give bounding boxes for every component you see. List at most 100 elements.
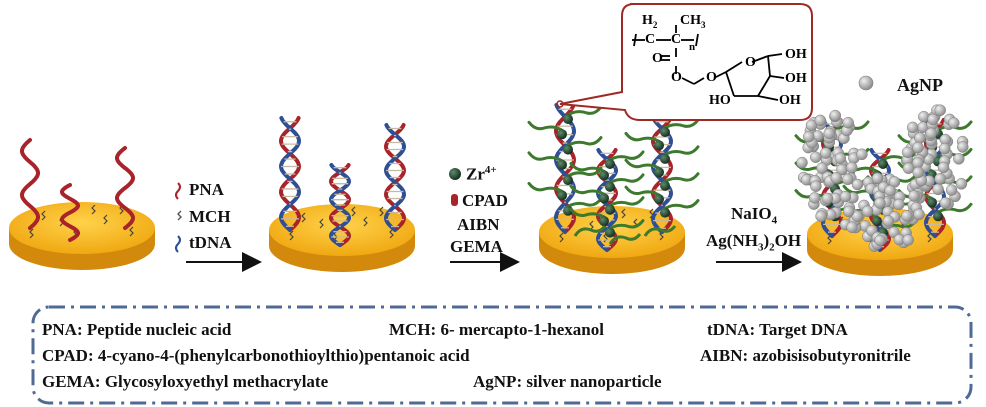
silver-nanoparticle bbox=[906, 121, 919, 134]
naio-text: NaIO bbox=[731, 204, 772, 223]
legend-mch-full: 6- mercapto-1-hexanol bbox=[440, 320, 604, 339]
zr-ion-sphere bbox=[557, 129, 567, 140]
glycopolymer-chain bbox=[527, 181, 567, 195]
molecule-bond bbox=[713, 71, 727, 79]
mch-squiggle bbox=[103, 214, 108, 225]
mol-oh-top: OH bbox=[785, 47, 807, 62]
pna-strand bbox=[278, 116, 302, 232]
silver-nanoparticle bbox=[808, 192, 821, 204]
molecule-bond bbox=[769, 75, 785, 79]
zr-ion-sphere bbox=[654, 194, 664, 205]
legend-agnp-abbr: AgNP bbox=[473, 372, 517, 391]
mol-c1: C bbox=[645, 32, 656, 47]
silver-nanoparticle bbox=[815, 210, 827, 222]
glycopolymer-chain bbox=[527, 120, 567, 134]
legend-agnp-full: silver nanoparticle bbox=[526, 372, 662, 391]
zr-text: Zr bbox=[466, 164, 485, 184]
molecule-bond bbox=[757, 95, 779, 101]
legend-cpad-full: 4-cyano-4-(phenylcarbonothioylthio)penta… bbox=[97, 346, 470, 365]
agnp-label: AgNP bbox=[897, 75, 943, 95]
mol-o-ring: O bbox=[745, 55, 756, 70]
zr-ion-sphere bbox=[933, 211, 943, 222]
mol-c2: C bbox=[671, 32, 682, 47]
zr-ion-sphere bbox=[878, 159, 888, 169]
mch-squiggle bbox=[319, 218, 324, 229]
molecule-bond bbox=[725, 71, 735, 97]
silver-nanoparticle bbox=[796, 156, 808, 169]
mch-squiggle bbox=[41, 210, 46, 221]
zr-ion-sphere bbox=[927, 197, 937, 208]
legend-aibn-full: azobisisobutyronitrile bbox=[752, 346, 911, 365]
silver-nanoparticle bbox=[939, 197, 952, 209]
glycopolymer-chain bbox=[624, 158, 664, 172]
glycopolymer-chain bbox=[660, 199, 700, 213]
silver-nanoparticle bbox=[901, 146, 914, 159]
glycopolymer-chain bbox=[624, 185, 664, 199]
glycopolymer-chain bbox=[660, 145, 700, 159]
glycopolymer-chain bbox=[563, 166, 603, 180]
zr-ion-sphere bbox=[654, 167, 664, 178]
molecule-bond bbox=[767, 53, 783, 57]
silver-nanoparticle bbox=[902, 234, 914, 246]
legend-cpad: CPAD: 4-cyano-4-(phenylcarbonothioylthio… bbox=[42, 346, 470, 365]
zr-ion-sphere bbox=[605, 159, 615, 169]
mch-squiggle bbox=[389, 228, 394, 239]
glycopolymer-chain bbox=[569, 184, 609, 198]
molecule-bond bbox=[725, 61, 743, 73]
silver-nanoparticle bbox=[945, 184, 958, 196]
ag-text-b: ) bbox=[763, 231, 770, 250]
legend-gema-abbr: GEMA bbox=[42, 372, 95, 391]
zr-ion-sphere bbox=[605, 204, 615, 215]
mol-oh-bottom-right: OH bbox=[779, 93, 801, 108]
surface-polymer-chain bbox=[573, 225, 607, 237]
glycopolymer-chain bbox=[933, 202, 973, 216]
mch-squiggle bbox=[29, 228, 34, 239]
molecule-bond bbox=[757, 75, 771, 97]
silver-nanoparticle bbox=[955, 178, 968, 190]
mol-o-carbonyl: O bbox=[652, 51, 663, 66]
callout-bubble bbox=[559, 3, 813, 121]
tdna-strand bbox=[278, 116, 302, 232]
callout-anchor bbox=[556, 100, 564, 108]
legend-pna-abbr: PNA bbox=[42, 320, 77, 339]
silver-nanoparticle bbox=[932, 183, 944, 196]
silver-nanoparticle bbox=[893, 198, 905, 211]
mol-o-ether: O bbox=[706, 70, 717, 85]
silver-nanoparticle bbox=[874, 234, 886, 247]
silver-nanoparticle bbox=[819, 147, 832, 159]
zr-ion-sphere bbox=[599, 193, 609, 204]
glycopolymer-chain bbox=[660, 172, 700, 186]
silver-nanoparticle bbox=[957, 141, 969, 153]
pna-strand bbox=[20, 138, 40, 230]
polymer-bracket bbox=[633, 33, 699, 47]
zr-ion-sphere bbox=[660, 153, 670, 164]
silver-nanoparticle bbox=[814, 114, 827, 127]
mch-squiggle bbox=[363, 216, 368, 227]
reagent-cpad-label: CPAD bbox=[462, 191, 508, 210]
zr-ion-sphere bbox=[605, 181, 615, 192]
glycopolymer-chain bbox=[605, 196, 645, 210]
silver-nanoparticle bbox=[841, 173, 854, 186]
zr-ion-sphere bbox=[660, 180, 670, 191]
legend-gema: GEMA: Glycosyloxyethyl methacrylate bbox=[42, 372, 329, 391]
legend-tdna-abbr: tDNA bbox=[707, 320, 750, 339]
pna-strand bbox=[60, 183, 80, 242]
legend-aibn-abbr: AIBN bbox=[700, 346, 743, 365]
silver-nanoparticle bbox=[884, 184, 896, 197]
zr-ion-sphere bbox=[660, 207, 670, 218]
glycopolymer-chain bbox=[563, 136, 603, 150]
zr-charge: 4+ bbox=[484, 164, 497, 176]
mch-squiggle bbox=[333, 230, 338, 241]
glycopolymer-chain bbox=[605, 219, 645, 233]
pna-key-glyph bbox=[175, 182, 181, 200]
silver-nanoparticle bbox=[846, 221, 858, 233]
silver-nanoparticle bbox=[816, 162, 828, 174]
reagent-aibn-label: AIBN bbox=[457, 215, 500, 234]
glycopolymer-chain bbox=[933, 120, 973, 134]
mch-squiggle bbox=[559, 232, 564, 243]
reagent-gema-label: GEMA bbox=[450, 237, 503, 256]
legend-mch-abbr: MCH bbox=[389, 320, 431, 339]
tdna-strand bbox=[328, 163, 352, 247]
silver-nanoparticle bbox=[927, 113, 939, 126]
pna-strand bbox=[115, 146, 135, 230]
